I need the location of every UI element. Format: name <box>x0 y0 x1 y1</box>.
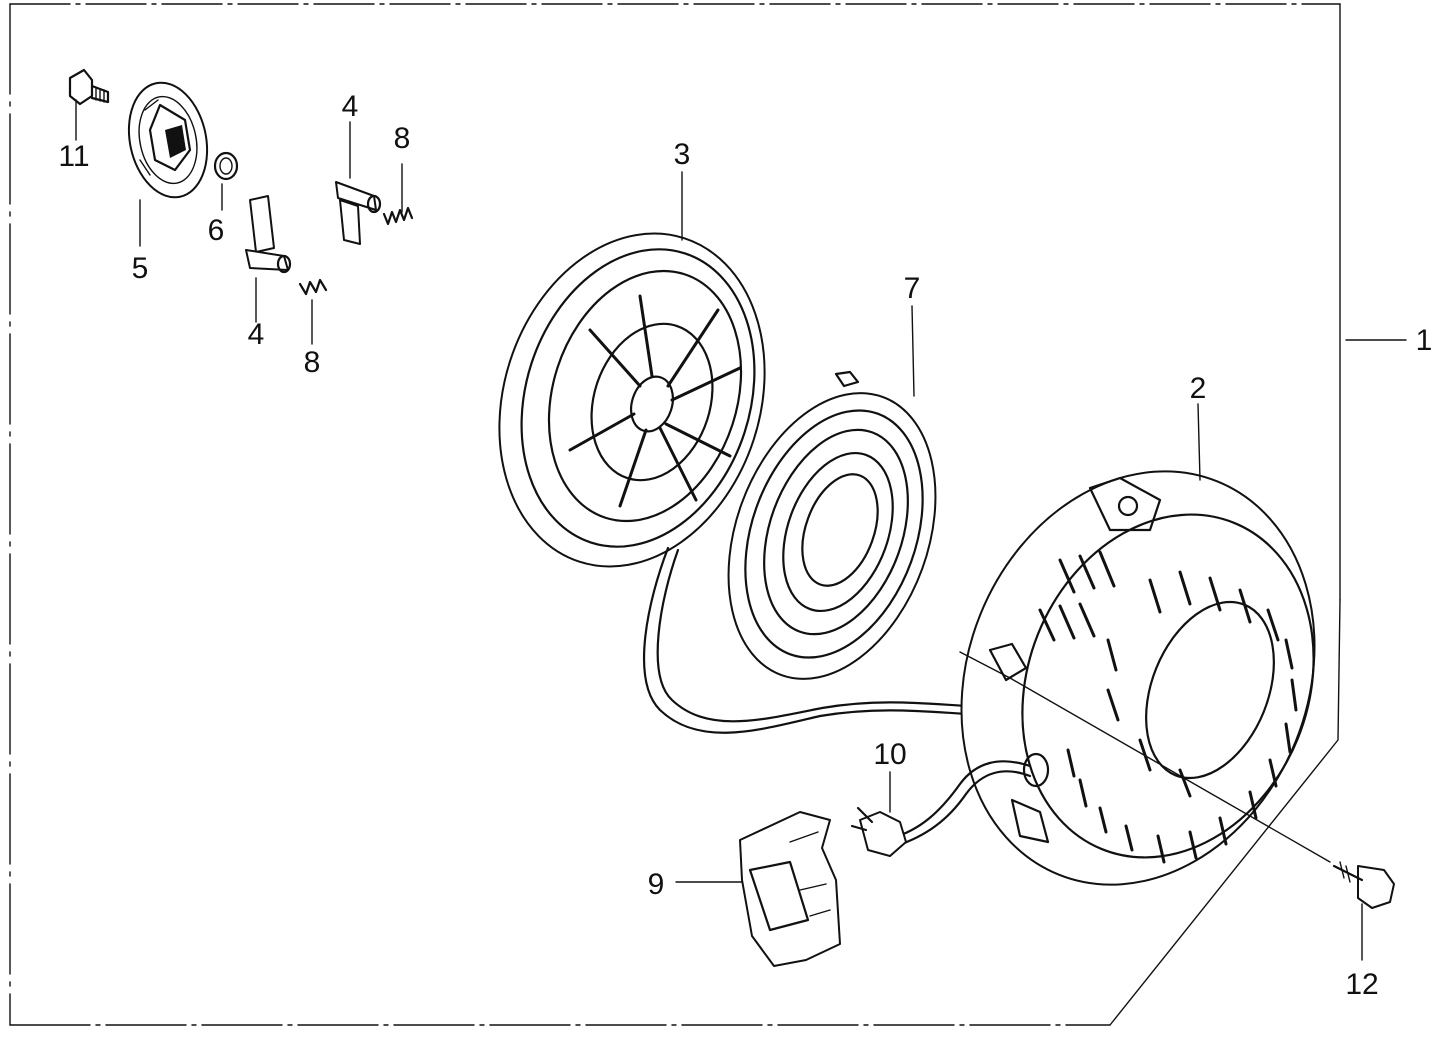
callout-10: 10 <box>873 738 906 771</box>
callout-5: 5 <box>132 252 149 285</box>
ratchet-pawl-part-4-lower <box>245 195 292 274</box>
ratchet-plate-part-5 <box>127 81 209 199</box>
starter-case-part-2 <box>960 470 1316 886</box>
callout-2: 2 <box>1190 372 1207 405</box>
washer-part-6 <box>213 151 239 181</box>
starter-rope <box>643 546 970 734</box>
spring-part-8-upper <box>382 206 414 226</box>
callout-7: 7 <box>904 272 921 305</box>
assembly-frame <box>9 3 1341 1026</box>
callout-8-upper: 8 <box>394 122 411 155</box>
spring-part-8-lower <box>298 278 328 296</box>
callout-3: 3 <box>674 138 691 171</box>
ratchet-pawl-part-4-upper <box>335 181 382 245</box>
callout-8-lower: 8 <box>304 346 321 379</box>
starter-grip-part-9 <box>739 811 841 967</box>
reel-part-3 <box>498 232 766 568</box>
flange-bolt-part-12 <box>1332 861 1395 909</box>
callout-12: 12 <box>1345 968 1378 1001</box>
leader-lines <box>75 99 1407 961</box>
callout-4-lower: 4 <box>248 318 265 351</box>
callout-11: 11 <box>58 140 89 173</box>
callout-4-upper: 4 <box>342 90 359 123</box>
rope-knot-part-10 <box>850 806 907 857</box>
callout-9: 9 <box>648 868 665 901</box>
callout-6: 6 <box>208 214 225 247</box>
callout-1: 1 <box>1416 324 1433 357</box>
bolt-part-11 <box>68 68 110 106</box>
spiral-spring-part-7 <box>727 370 937 680</box>
rope-to-grip <box>890 760 1032 848</box>
